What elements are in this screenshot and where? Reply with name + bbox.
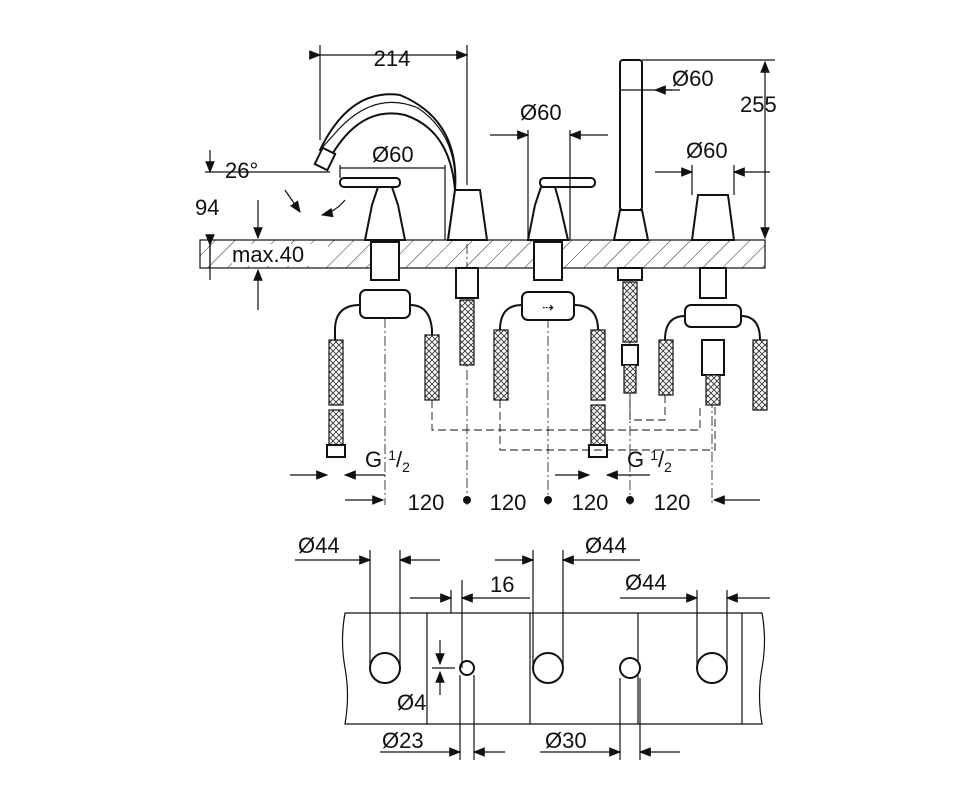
handshower-height-label: 255 [740, 92, 777, 117]
spacing-label-4: 120 [654, 490, 691, 515]
left-connection-label: G 1/2 [365, 447, 410, 475]
spout-projection-label: 214 [374, 46, 411, 71]
spout-hole-diameter-label: Ø23 [382, 728, 424, 753]
hole-handshower [619, 657, 641, 679]
diverter [658, 194, 768, 411]
spacing-label-2: 120 [490, 490, 527, 515]
countertop-section [199, 239, 766, 269]
left-valve [326, 177, 440, 458]
side-view-dimensions: 214 26° 94 max.40 Ø60 Ø60 Ø60 255 Ø60 [195, 45, 777, 515]
hole-diverter [696, 652, 728, 684]
right-valve: ⇢ [493, 177, 608, 458]
spacing-label-3: 120 [572, 490, 609, 515]
pin-diameter-label: Ø4 [397, 690, 426, 715]
hole-1-diameter-label: Ø44 [298, 533, 340, 558]
hole-spout [459, 660, 475, 676]
shower-hole-diameter-label: Ø30 [545, 728, 587, 753]
hose-routing [431, 395, 716, 451]
spout-angle-label: 26° [225, 158, 258, 183]
right-valve-diameter-label: Ø60 [520, 100, 562, 125]
handshower-diameter-label: Ø60 [672, 66, 714, 91]
hole-5-diameter-label: Ø44 [625, 570, 667, 595]
deck-thickness-label: max.40 [232, 242, 304, 267]
spacing-label-1: 120 [408, 490, 445, 515]
spout-height-label: 94 [195, 195, 219, 220]
hand-shower [612, 59, 650, 394]
flow-arrow-icon: ⇢ [542, 299, 554, 315]
hole-plan: Ø44 Ø44 Ø44 16 Ø4 Ø23 Ø30 [295, 533, 770, 760]
offset-label: 16 [490, 572, 514, 597]
hole-3-diameter-label: Ø44 [585, 533, 627, 558]
diverter-diameter-label: Ø60 [686, 138, 728, 163]
hole-valve-left [369, 652, 401, 684]
spout [313, 93, 489, 366]
hole-valve-right [532, 652, 564, 684]
right-connection-label: G 1/2 [627, 447, 672, 475]
left-valve-diameter-label: Ø60 [372, 142, 414, 167]
